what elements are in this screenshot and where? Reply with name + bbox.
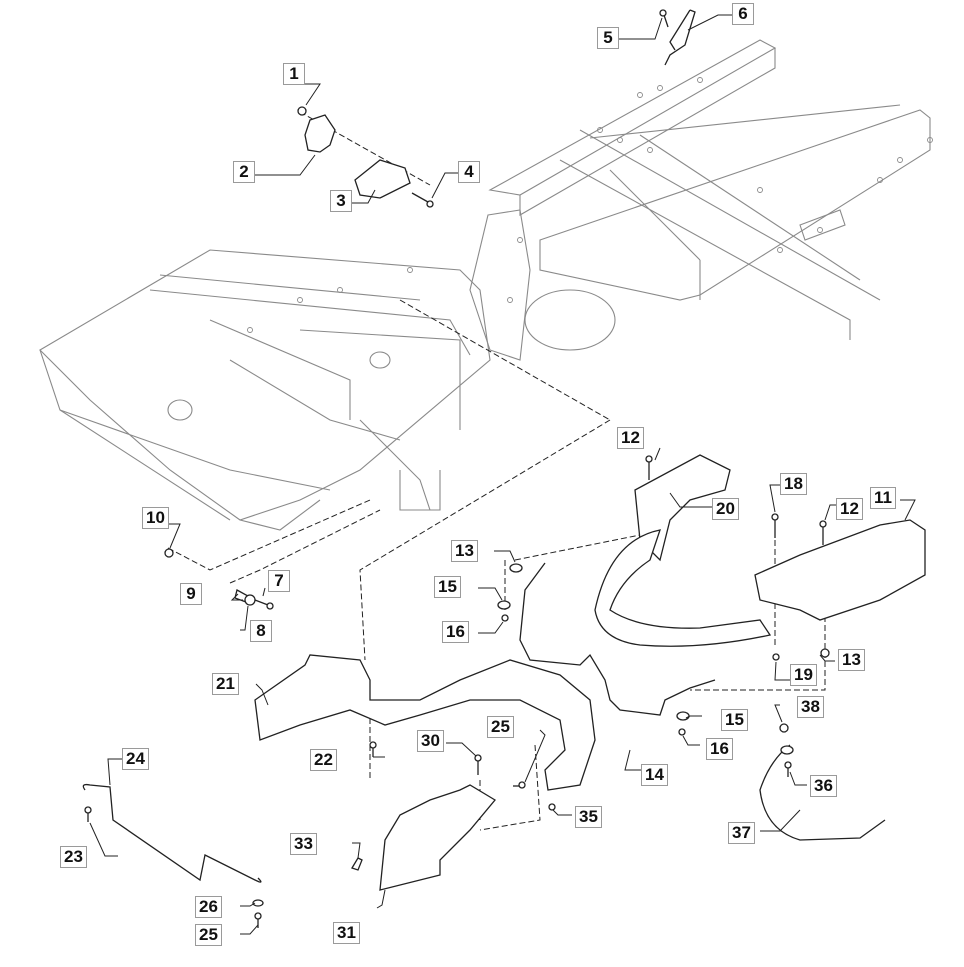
part-37-wire bbox=[759, 744, 886, 841]
callout-16-right: 16 bbox=[706, 738, 733, 760]
callout-3: 3 bbox=[330, 190, 352, 212]
part-2-bracket bbox=[304, 114, 336, 153]
discharge-shield bbox=[594, 529, 772, 647]
callout-25-lower: 25 bbox=[195, 924, 222, 946]
callout-36: 36 bbox=[810, 775, 837, 797]
callout-6: 6 bbox=[732, 3, 754, 25]
callout-30: 30 bbox=[417, 730, 444, 752]
callout-7: 7 bbox=[268, 570, 290, 592]
callout-21: 21 bbox=[212, 673, 239, 695]
part-10-nut bbox=[164, 548, 174, 558]
part-21-shield bbox=[254, 654, 596, 791]
callout-18: 18 bbox=[780, 473, 807, 495]
callout-14: 14 bbox=[641, 764, 668, 786]
part-15-washer bbox=[497, 600, 511, 610]
part-3-plate bbox=[354, 159, 411, 199]
callout-11: 11 bbox=[870, 487, 896, 509]
part-13-washer-right bbox=[820, 648, 830, 658]
callout-19: 19 bbox=[790, 664, 817, 686]
callout-33: 33 bbox=[290, 833, 317, 855]
callout-25-upper: 25 bbox=[487, 716, 514, 738]
callout-22: 22 bbox=[310, 749, 337, 771]
callout-26: 26 bbox=[195, 896, 222, 918]
part-4-bolt bbox=[411, 192, 429, 203]
callout-13-left: 13 bbox=[451, 540, 478, 562]
callout-8: 8 bbox=[250, 620, 272, 642]
frame-holes bbox=[247, 77, 933, 333]
callout-15-left: 15 bbox=[434, 576, 461, 598]
part-13-washer bbox=[509, 563, 523, 573]
callout-37: 37 bbox=[728, 822, 755, 844]
callout-2: 2 bbox=[233, 161, 255, 183]
callout-23: 23 bbox=[60, 846, 87, 868]
part-26-washer bbox=[252, 899, 264, 907]
callout-12-upper: 12 bbox=[617, 427, 644, 449]
callout-38: 38 bbox=[797, 696, 824, 718]
part-31-guard bbox=[379, 784, 496, 891]
part-11-housing bbox=[754, 519, 926, 621]
callout-9: 9 bbox=[180, 583, 202, 605]
callout-15-right: 15 bbox=[721, 709, 748, 731]
callout-12-right: 12 bbox=[836, 498, 863, 520]
part-16-nut-right bbox=[678, 728, 686, 736]
leader-lines bbox=[89, 14, 916, 935]
callout-5: 5 bbox=[597, 27, 619, 49]
assembly-lines bbox=[167, 111, 826, 831]
callout-1: 1 bbox=[283, 63, 305, 85]
part-37-eye bbox=[780, 745, 794, 755]
callout-16-left: 16 bbox=[442, 621, 469, 643]
callout-13-right: 13 bbox=[838, 649, 865, 671]
callout-31: 31 bbox=[333, 922, 360, 944]
part-19-nut bbox=[772, 653, 780, 661]
part-5-screw bbox=[663, 14, 669, 28]
part-35-nut bbox=[548, 803, 556, 811]
callout-10: 10 bbox=[142, 507, 169, 529]
part-14-rod bbox=[519, 562, 716, 716]
part-1-nut bbox=[297, 106, 307, 116]
part-33-clip bbox=[351, 857, 363, 871]
part-6-clip bbox=[664, 9, 696, 66]
part-16-nut bbox=[501, 614, 509, 622]
parts bbox=[82, 9, 926, 928]
callout-4: 4 bbox=[458, 161, 480, 183]
part-7-bolt bbox=[254, 599, 269, 606]
part-24-rod bbox=[82, 783, 262, 883]
callout-24: 24 bbox=[122, 748, 149, 770]
callout-35: 35 bbox=[575, 806, 602, 828]
part-15-washer-right bbox=[676, 711, 690, 721]
callout-20: 20 bbox=[712, 498, 739, 520]
part-38-nut bbox=[779, 723, 789, 733]
part-8-washer bbox=[244, 594, 256, 606]
chassis-frame bbox=[39, 39, 931, 531]
